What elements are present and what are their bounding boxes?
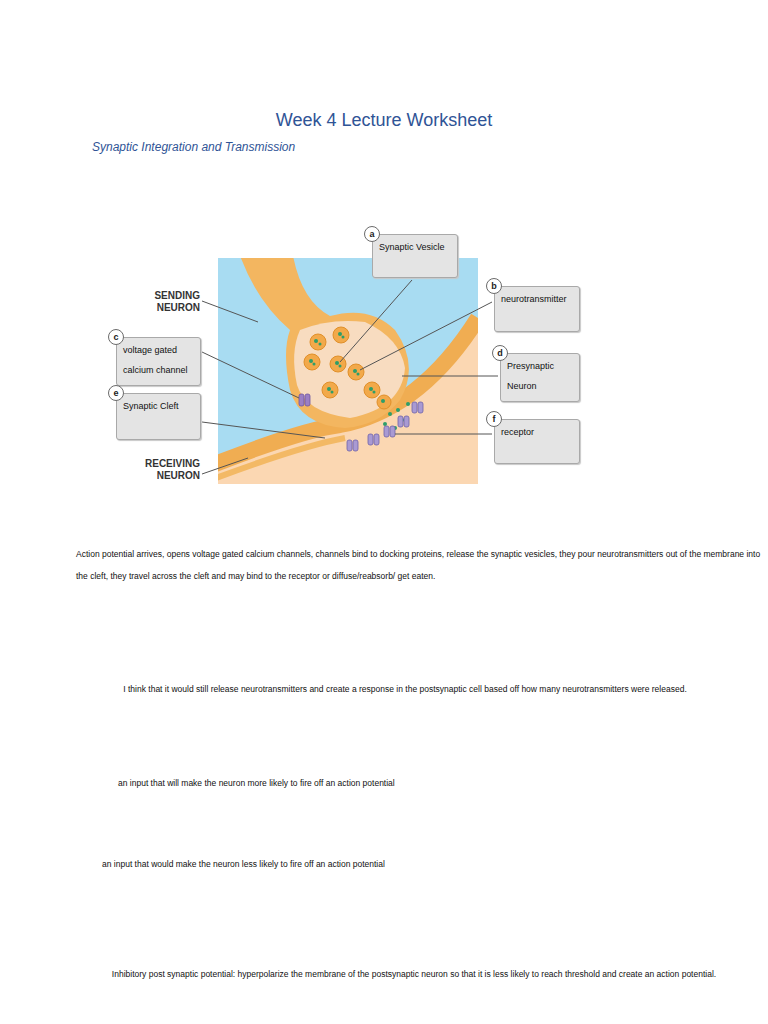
calcium-channel xyxy=(299,394,310,406)
callout-letter: b xyxy=(486,278,502,294)
callout-letter: e xyxy=(108,385,124,401)
answer-text: an input that will make the neuron more … xyxy=(118,778,718,788)
page-title: Week 4 Lecture Worksheet xyxy=(0,110,768,131)
callout-box: dPresynaptic Neuron xyxy=(500,353,580,402)
callout-letter: d xyxy=(492,345,508,361)
leader-lines xyxy=(202,280,498,474)
answer-text: I think that it would still release neur… xyxy=(60,684,750,694)
synapse-panel xyxy=(218,258,478,484)
answer-text: an input that would make the neuron less… xyxy=(102,859,702,869)
callout-letter: a xyxy=(364,226,380,242)
callout-text: Synaptic Cleft xyxy=(117,394,200,418)
neuron-label: RECEIVING NEURON xyxy=(120,458,200,482)
callout-text: receptor xyxy=(495,420,579,444)
callout-box: bneurotransmitter xyxy=(494,286,580,332)
callout-box: eSynaptic Cleft xyxy=(116,393,201,440)
receptors xyxy=(347,402,423,451)
callout-box: freceptor xyxy=(494,419,580,464)
subtitle: Synaptic Integration and Transmission xyxy=(92,140,592,154)
callout-text: Presynaptic Neuron xyxy=(501,354,579,398)
callout-letter: c xyxy=(108,329,124,345)
answer-text: Inhibitory post synaptic potential: hype… xyxy=(64,969,764,979)
callout-letter: f xyxy=(486,411,502,427)
callout-text: Synaptic Vesicle xyxy=(373,235,457,259)
callout-box: cvoltage gated calcium channel xyxy=(116,337,201,386)
neuron-label: SENDING NEURON xyxy=(120,290,200,314)
callout-box: aSynaptic Vesicle xyxy=(372,234,458,278)
callout-text: neurotransmitter xyxy=(495,287,579,311)
callout-text: voltage gated calcium channel xyxy=(117,338,200,382)
answer-text: Action potential arrives, opens voltage … xyxy=(76,543,764,587)
